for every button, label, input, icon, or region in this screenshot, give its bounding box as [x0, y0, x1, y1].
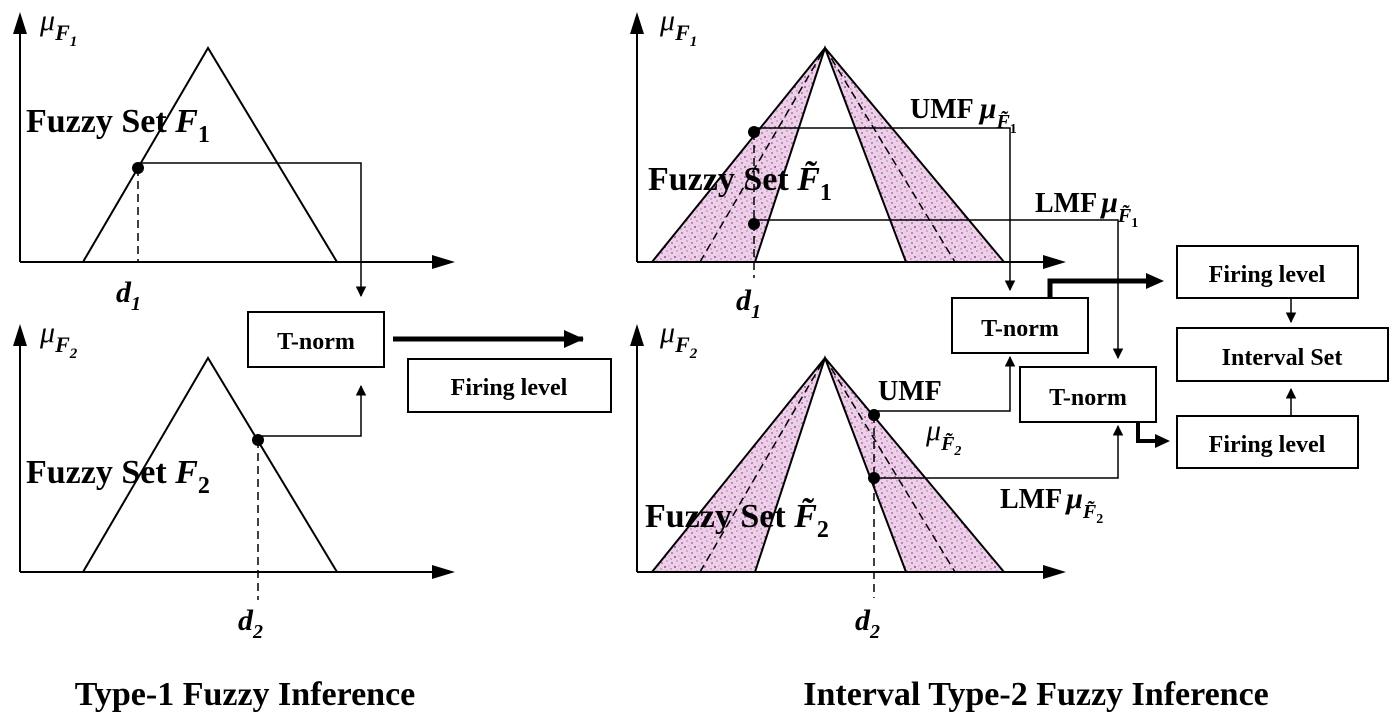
y-axis-arrowhead [630, 324, 644, 346]
umf-label-bottom: UMF [878, 376, 942, 407]
tnorm-upper-box [951, 297, 1089, 354]
firing-level-upper-label: Firing level [1209, 262, 1326, 288]
connector-d2-to-tnorm [258, 384, 367, 437]
x-axis-arrowhead [1043, 255, 1066, 269]
firing-level-upper-box [1176, 245, 1359, 299]
umf-mu-bottom: μF̃2 [925, 414, 961, 459]
connector-umf-d1-to-tnorm-upper [754, 127, 1016, 292]
input-label-d1: d1 [116, 276, 141, 315]
tnorm-lower-box [1019, 366, 1157, 423]
tnorm-label: T-norm [277, 329, 355, 355]
axis-label-mu: μF2 [659, 316, 698, 362]
type1-bottom-chart: μF2 Fuzzy Set F2 d2 [13, 316, 455, 643]
umf-point-d2 [868, 409, 880, 421]
lmf-point-d1 [748, 218, 760, 230]
thick-arrowhead-upper [1146, 273, 1164, 289]
connector-lmf-d2-to-tnorm-lower [874, 424, 1124, 479]
type1-caption: Type-1 Fuzzy Inference [75, 676, 416, 713]
connector-umf-d2-to-tnorm-upper [874, 355, 1016, 412]
type1-top-chart: μF1 Fuzzy Set F1 d1 [13, 4, 455, 315]
connector-lmf-d1-to-tnorm-lower [754, 219, 1124, 360]
membership-triangle-f1 [82, 46, 338, 263]
umf-point-d1 [748, 126, 760, 138]
thick-arrowhead [564, 330, 584, 348]
fuzzy-set-label-f2: Fuzzy Set F2 [26, 454, 210, 499]
y-axis-arrowhead [630, 12, 644, 34]
x-axis-arrowhead [432, 565, 455, 579]
fuzzy-set-label-f1-tilde: Fuzzy Set F̃1 [648, 161, 832, 206]
axis-label-mu: μF1 [659, 4, 697, 50]
fuzzy-set-label-f2-tilde: Fuzzy Set F̃2 [645, 498, 829, 543]
membership-point-d2 [252, 434, 264, 446]
input-label-d1: d1 [736, 284, 761, 323]
interval-set-box [1176, 327, 1389, 382]
tnorm-lower-label: T-norm [1049, 385, 1127, 411]
axis-label-mu: μF1 [39, 4, 77, 50]
input-label-d2: d2 [855, 604, 880, 643]
firing-level-label: Firing level [451, 375, 568, 401]
firing-level-lower-label: Firing level [1209, 432, 1326, 458]
input-label-d2: d2 [238, 604, 263, 643]
tnorm-upper-label: T-norm [981, 316, 1059, 342]
firing-level-lower-box [1176, 415, 1359, 469]
x-axis-arrowhead [1043, 565, 1066, 579]
membership-point-d1 [132, 162, 144, 174]
y-axis-arrowhead [13, 12, 27, 34]
type2-caption: Interval Type-2 Fuzzy Inference [803, 676, 1269, 713]
thick-arrow-to-firing-upper [1047, 278, 1150, 298]
axis-label-mu: μF2 [39, 316, 78, 362]
membership-triangle-f2 [82, 356, 338, 573]
y-axis-arrowhead [13, 324, 27, 346]
primary-mf-dashed [699, 356, 956, 573]
x-axis-arrowhead [432, 255, 455, 269]
firing-level-box [407, 358, 612, 413]
fuzzy-set-label-f1: Fuzzy Set F1 [26, 103, 210, 148]
type1-panel: μF1 Fuzzy Set F1 d1 μF2 Fuzzy Set F2 d2 … [13, 4, 612, 713]
thick-arrowhead-lower [1155, 434, 1170, 448]
thick-arrow-to-firing-lower [1136, 422, 1157, 443]
primary-mf-dashed [699, 46, 956, 263]
interval-set-label: Interval Set [1222, 345, 1343, 371]
tnorm-box [247, 311, 385, 368]
connector-d1-to-tnorm [138, 162, 367, 298]
